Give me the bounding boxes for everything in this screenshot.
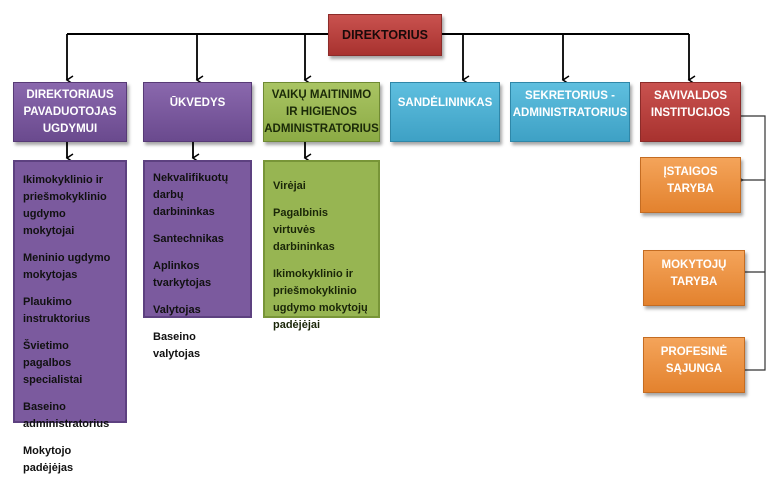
- self-government-label-line: INSTITUCIJOS: [650, 107, 731, 119]
- trade-union-label-line: PROFESINĖ: [660, 346, 728, 358]
- institution-council-label-line: TARYBA: [667, 183, 714, 195]
- list-item: Baseino administratorius: [23, 401, 110, 430]
- trade-union-label-line: SĄJUNGA: [665, 363, 723, 375]
- self-government-label-line: SAVIVALDOS: [653, 90, 728, 102]
- secretary-label-line: SEKRETORIUS -: [525, 90, 615, 102]
- teachers-council-label-line: MOKYTOJŲ: [661, 259, 727, 271]
- trade-union-box: PROFESINĖ SĄJUNGA: [643, 337, 745, 393]
- list-item: Meninio ugdymo mokytojas: [23, 252, 111, 281]
- deputy-box: DIREKTORIAUS PAVADUOTOJAS UGDYMUI: [13, 82, 127, 142]
- teachers-council-box: MOKYTOJŲ TARYBA: [643, 250, 745, 306]
- list-item: Baseino valytojas: [153, 331, 201, 360]
- list-item: Ikimokyklinio ir priešmokyklinio ugdymo …: [23, 174, 107, 237]
- list-item: Santechnikas: [153, 233, 224, 245]
- institution-council-box: ĮSTAIGOS TARYBA: [640, 157, 741, 213]
- deputy-staff-list: Ikimokyklinio ir priešmokyklinio ugdymo …: [13, 160, 127, 474]
- household-manager-label: ŪKVEDYS: [169, 97, 226, 109]
- secretary-box: SEKRETORIUS - ADMINISTRATORIUS: [510, 82, 630, 142]
- director-label: DIREKTORIUS: [342, 27, 428, 42]
- list-item: Virėjai: [273, 180, 306, 192]
- catering-admin-label-line: VAIKŲ MAITINIMO: [271, 88, 372, 101]
- deputy-label-line: PAVADUOTOJAS: [23, 105, 117, 118]
- storekeeper-label: SANDĖLININKAS: [397, 97, 493, 109]
- list-item: Plaukimo instruktorius: [23, 296, 91, 325]
- list-item: Pagalbinis virtuvės darbininkas: [273, 207, 335, 253]
- director-box: DIREKTORIUS: [328, 14, 442, 56]
- deputy-label-line: DIREKTORIAUS: [26, 88, 114, 101]
- list-item: Aplinkos tvarkytojas: [153, 260, 212, 289]
- deputy-label-line: UGDYMUI: [42, 122, 98, 135]
- institution-council-label-line: ĮSTAIGOS: [663, 166, 718, 178]
- list-item: Ikimokyklinio ir priešmokyklinio ugdymo …: [273, 268, 368, 331]
- list-item: Nekvalifikuotų darbų darbininkas: [153, 172, 229, 218]
- self-government-box: SAVIVALDOS INSTITUCIJOS: [640, 82, 741, 142]
- household-staff-list: Nekvalifikuotų darbų darbininkas Santech…: [143, 160, 252, 360]
- list-item: Valytojas: [153, 304, 201, 316]
- teachers-council-label-line: TARYBA: [670, 276, 718, 288]
- self-government-bracket: [741, 115, 766, 370]
- list-item: Švietimo pagalbos specialistai: [23, 340, 83, 386]
- household-manager-box: ŪKVEDYS: [143, 82, 252, 142]
- secretary-label-line: ADMINISTRATORIUS: [512, 107, 628, 119]
- storekeeper-box: SANDĖLININKAS: [390, 82, 500, 142]
- catering-staff-list: Virėjai Pagalbinis virtuvės darbininkas …: [263, 160, 380, 331]
- catering-admin-label-line: ADMINISTRATORIUS: [264, 122, 379, 135]
- catering-admin-box: VAIKŲ MAITINIMO IR HIGIENOS ADMINISTRATO…: [263, 82, 380, 142]
- list-item: Mokytojo padėjėjas: [23, 445, 74, 474]
- catering-admin-label-line: IR HIGIENOS: [286, 105, 357, 118]
